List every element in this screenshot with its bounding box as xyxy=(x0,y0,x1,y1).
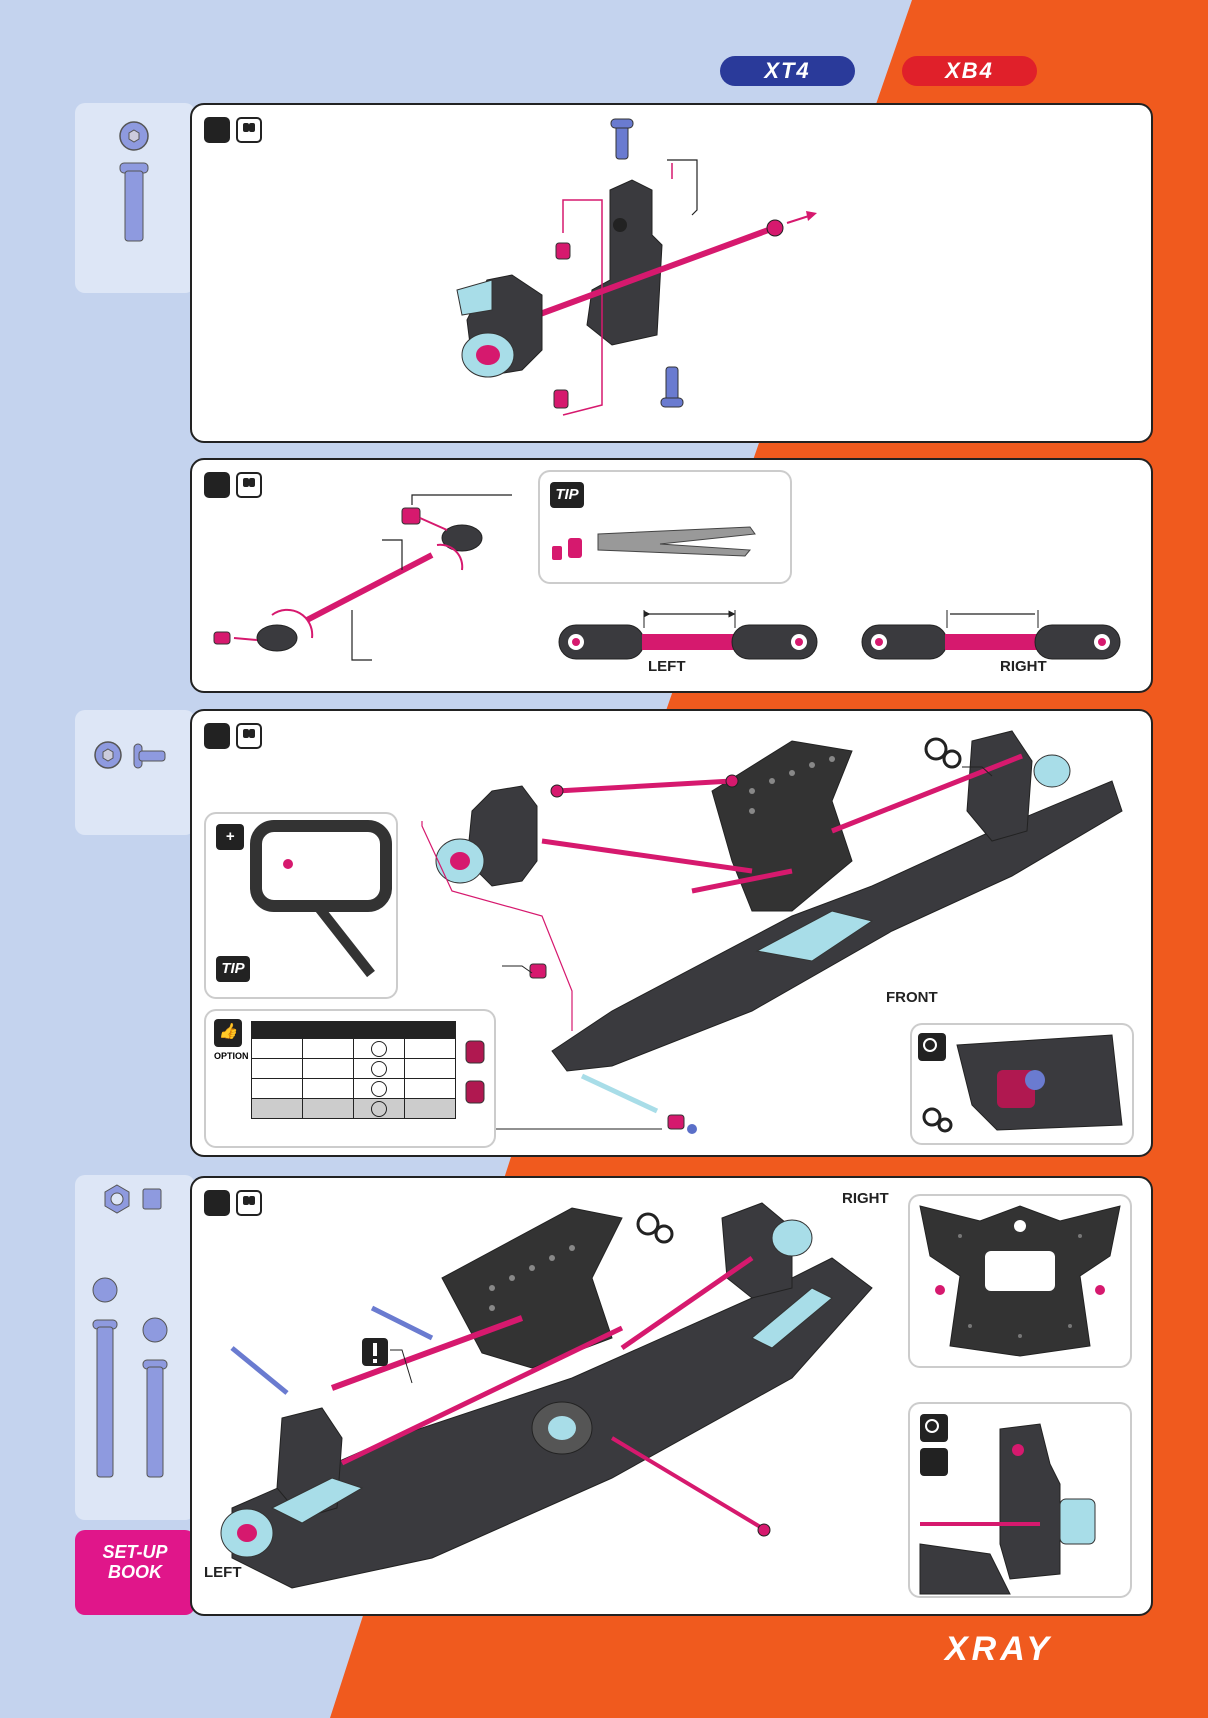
step1-illustration xyxy=(192,105,1155,445)
step3-panel: FRONT + TIP 👍 OPTION xyxy=(190,709,1153,1157)
front-label: FRONT xyxy=(886,989,938,1006)
logo-xt4: XT4 xyxy=(720,56,855,86)
step2-panel: LEFT RIGHT TIP xyxy=(190,458,1153,693)
step3-parts-card xyxy=(75,710,195,835)
option-inset: 👍 OPTION xyxy=(206,1011,494,1146)
logo-xb4: XB4 xyxy=(902,56,1037,86)
step1-panel xyxy=(190,103,1153,443)
left-label: LEFT xyxy=(648,658,686,675)
right-label: RIGHT xyxy=(1000,658,1047,675)
setup-book-line2: BOOK xyxy=(75,1562,195,1582)
setup-book-badge[interactable]: SET-UP BOOK xyxy=(75,1530,195,1615)
zoom-inset: + TIP xyxy=(206,814,396,997)
shock-tower-inset xyxy=(910,1196,1130,1366)
step4-parts-card xyxy=(75,1175,195,1520)
step4-panel: RIGHT LEFT xyxy=(190,1176,1153,1616)
bushing-options xyxy=(206,1011,494,1146)
setup-book-line1: SET-UP xyxy=(75,1542,195,1562)
hub-detail-inset xyxy=(910,1404,1130,1596)
xray-brand-logo: XRAY xyxy=(945,1630,1053,1669)
detail-inset xyxy=(912,1025,1132,1143)
pliers-illustration xyxy=(540,472,790,582)
tip-inset: TIP xyxy=(540,472,790,582)
step1-parts-card xyxy=(75,103,195,293)
tip-badge: TIP xyxy=(216,956,250,982)
